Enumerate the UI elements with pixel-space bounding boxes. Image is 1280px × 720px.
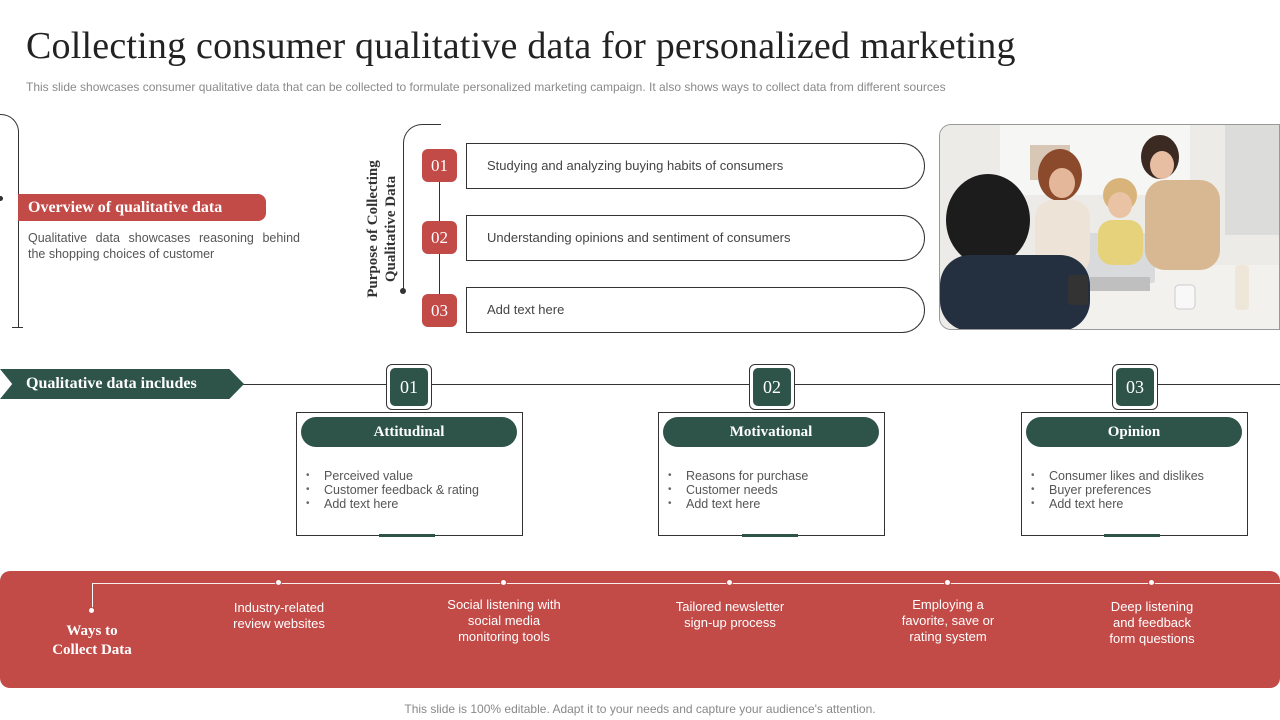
purpose-item-03: Add text here [466, 287, 925, 333]
ways-dot [1148, 579, 1155, 586]
includes-num-02-label: 02 [753, 368, 791, 406]
way-line: Tailored newsletter [675, 599, 785, 614]
list-item: Buyer preferences [1031, 483, 1204, 497]
overview-bracket-foot [12, 327, 23, 328]
card-motivational-title: Motivational [663, 417, 879, 447]
team-photo [939, 124, 1280, 330]
way-line: sign-up process [684, 615, 776, 630]
way-item-3: Tailored newsletter sign-up process [676, 599, 784, 631]
way-line: review websites [233, 616, 325, 631]
way-item-5: Deep listening and feedback form questio… [1109, 599, 1194, 647]
card-attitudinal: Attitudinal Perceived value Customer fee… [296, 412, 523, 537]
ways-heading: Ways to Collect Data [52, 622, 132, 660]
way-line: form questions [1109, 631, 1195, 646]
way-line: rating system [909, 629, 987, 644]
list-item: Reasons for purchase [668, 469, 808, 483]
ways-dot [944, 579, 951, 586]
includes-num-03-label: 03 [1116, 368, 1154, 406]
list-item: Consumer likes and dislikes [1031, 469, 1204, 483]
way-line: Employing a [912, 597, 984, 612]
slide-footer: This slide is 100% editable. Adapt it to… [404, 702, 876, 716]
list-item: Add text here [1031, 497, 1204, 511]
includes-num-01: 01 [386, 364, 432, 410]
way-item-1: Industry-related review websites [233, 600, 325, 632]
purpose-arc [403, 124, 441, 292]
way-line: Deep listening [1110, 599, 1194, 614]
list-item: Add text here [668, 497, 808, 511]
way-item-2: Social listening with social media monit… [447, 597, 560, 645]
purpose-badge-01: 01 [422, 149, 457, 182]
card-accent [1104, 534, 1160, 537]
purpose-badge-03: 03 [422, 294, 457, 327]
way-line: Social listening with [447, 597, 561, 612]
list-item: Customer needs [668, 483, 808, 497]
card-attitudinal-title: Attitudinal [301, 417, 517, 447]
overview-bracket [0, 114, 19, 328]
list-item: Perceived value [306, 469, 479, 483]
ways-heading-line1: Ways to [66, 623, 118, 639]
ways-dot [500, 579, 507, 586]
overview-text: Qualitative data showcases reasoning beh… [28, 231, 300, 261]
card-opinion-title: Opinion [1026, 417, 1242, 447]
purpose-item-01: Studying and analyzing buying habits of … [466, 143, 925, 189]
way-line: and feedback [1112, 615, 1192, 630]
ways-dot [88, 607, 95, 614]
slide-subtitle: This slide showcases consumer qualitativ… [26, 80, 946, 94]
ways-dot [275, 579, 282, 586]
card-accent [379, 534, 435, 537]
slide-title: Collecting consumer qualitative data for… [26, 25, 1016, 67]
overview-heading: Overview of qualitative data [18, 194, 266, 221]
way-line: favorite, save or [901, 613, 995, 628]
purpose-label: Purpose of Collecting Qualitative Data [364, 160, 400, 297]
purpose-label-line2: Qualitative Data [383, 175, 399, 283]
overview-dot [0, 196, 3, 201]
ways-dot [726, 579, 733, 586]
card-motivational: Motivational Reasons for purchase Custom… [658, 412, 885, 537]
card-attitudinal-list: Perceived value Customer feedback & rati… [306, 469, 479, 511]
team-photo-illustration [940, 125, 1279, 329]
way-line: monitoring tools [458, 629, 550, 644]
ways-band [0, 571, 1280, 688]
card-opinion: Opinion Consumer likes and dislikes Buye… [1021, 412, 1248, 537]
includes-num-03: 03 [1112, 364, 1158, 410]
purpose-dot [400, 288, 406, 294]
list-item: Add text here [306, 497, 479, 511]
ways-heading-line2: Collect Data [52, 642, 132, 658]
ways-timeline-line [92, 583, 1280, 584]
purpose-item-02: Understanding opinions and sentiment of … [466, 215, 925, 261]
way-item-4: Employing a favorite, save or rating sys… [902, 597, 995, 645]
list-item: Customer feedback & rating [306, 483, 479, 497]
way-line: social media [467, 613, 541, 628]
ways-connector [92, 583, 93, 611]
way-line: Industry-related [233, 600, 325, 615]
includes-num-02: 02 [749, 364, 795, 410]
card-motivational-list: Reasons for purchase Customer needs Add … [668, 469, 808, 511]
card-opinion-list: Consumer likes and dislikes Buyer prefer… [1031, 469, 1204, 511]
includes-heading: Qualitative data includes [0, 369, 244, 399]
purpose-label-line1: Purpose of Collecting [365, 160, 381, 298]
includes-num-01-label: 01 [390, 368, 428, 406]
card-accent [742, 534, 798, 537]
purpose-badge-02: 02 [422, 221, 457, 254]
